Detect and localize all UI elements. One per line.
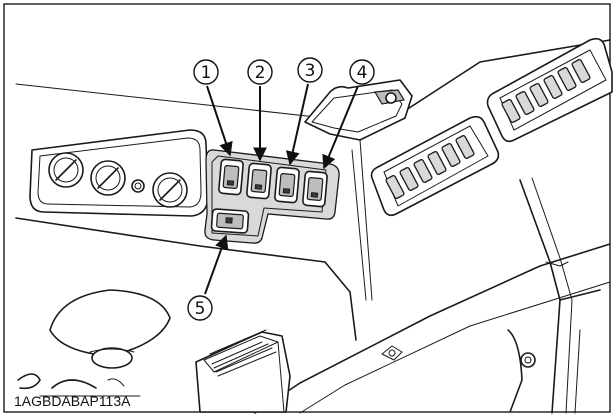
callout-4-label: 4 (357, 63, 368, 83)
leader-5 (204, 234, 229, 295)
callout-1-label: 1 (201, 63, 212, 83)
callout-2-label: 2 (255, 63, 266, 83)
switch-5 (210, 208, 250, 234)
switch-2 (246, 162, 272, 200)
callout-4: 4 (349, 59, 375, 85)
callout-5: 5 (187, 295, 213, 321)
indicator-dot (131, 179, 145, 193)
switch-1 (218, 158, 244, 196)
air-vent-center (370, 115, 500, 217)
bottom-left-details (17, 373, 141, 397)
air-vent-bottom (195, 329, 291, 413)
switch-4 (302, 170, 328, 208)
leader-4 (322, 85, 359, 170)
lower-lamp (49, 289, 171, 369)
cab-structure-lines (15, 39, 611, 414)
knob-left (48, 152, 84, 188)
callout-leaders (204, 83, 359, 295)
knob-middle (90, 160, 126, 196)
knob-right (152, 172, 188, 208)
leader-1 (206, 85, 233, 157)
screw-bottom-right (507, 329, 536, 413)
callout-3-label: 3 (305, 61, 316, 81)
callout-1: 1 (193, 59, 219, 85)
knob-control-panel (29, 129, 209, 217)
small-bracket (381, 345, 403, 361)
dome-light (304, 79, 413, 141)
callout-2: 2 (247, 59, 273, 85)
callout-3: 3 (297, 57, 323, 83)
callout-5-label: 5 (195, 299, 206, 319)
figure-code: 1AGBDABAP113A (14, 393, 131, 409)
air-vent-upper-right (486, 37, 613, 143)
leader-3 (285, 83, 309, 166)
switch-3 (274, 166, 300, 204)
